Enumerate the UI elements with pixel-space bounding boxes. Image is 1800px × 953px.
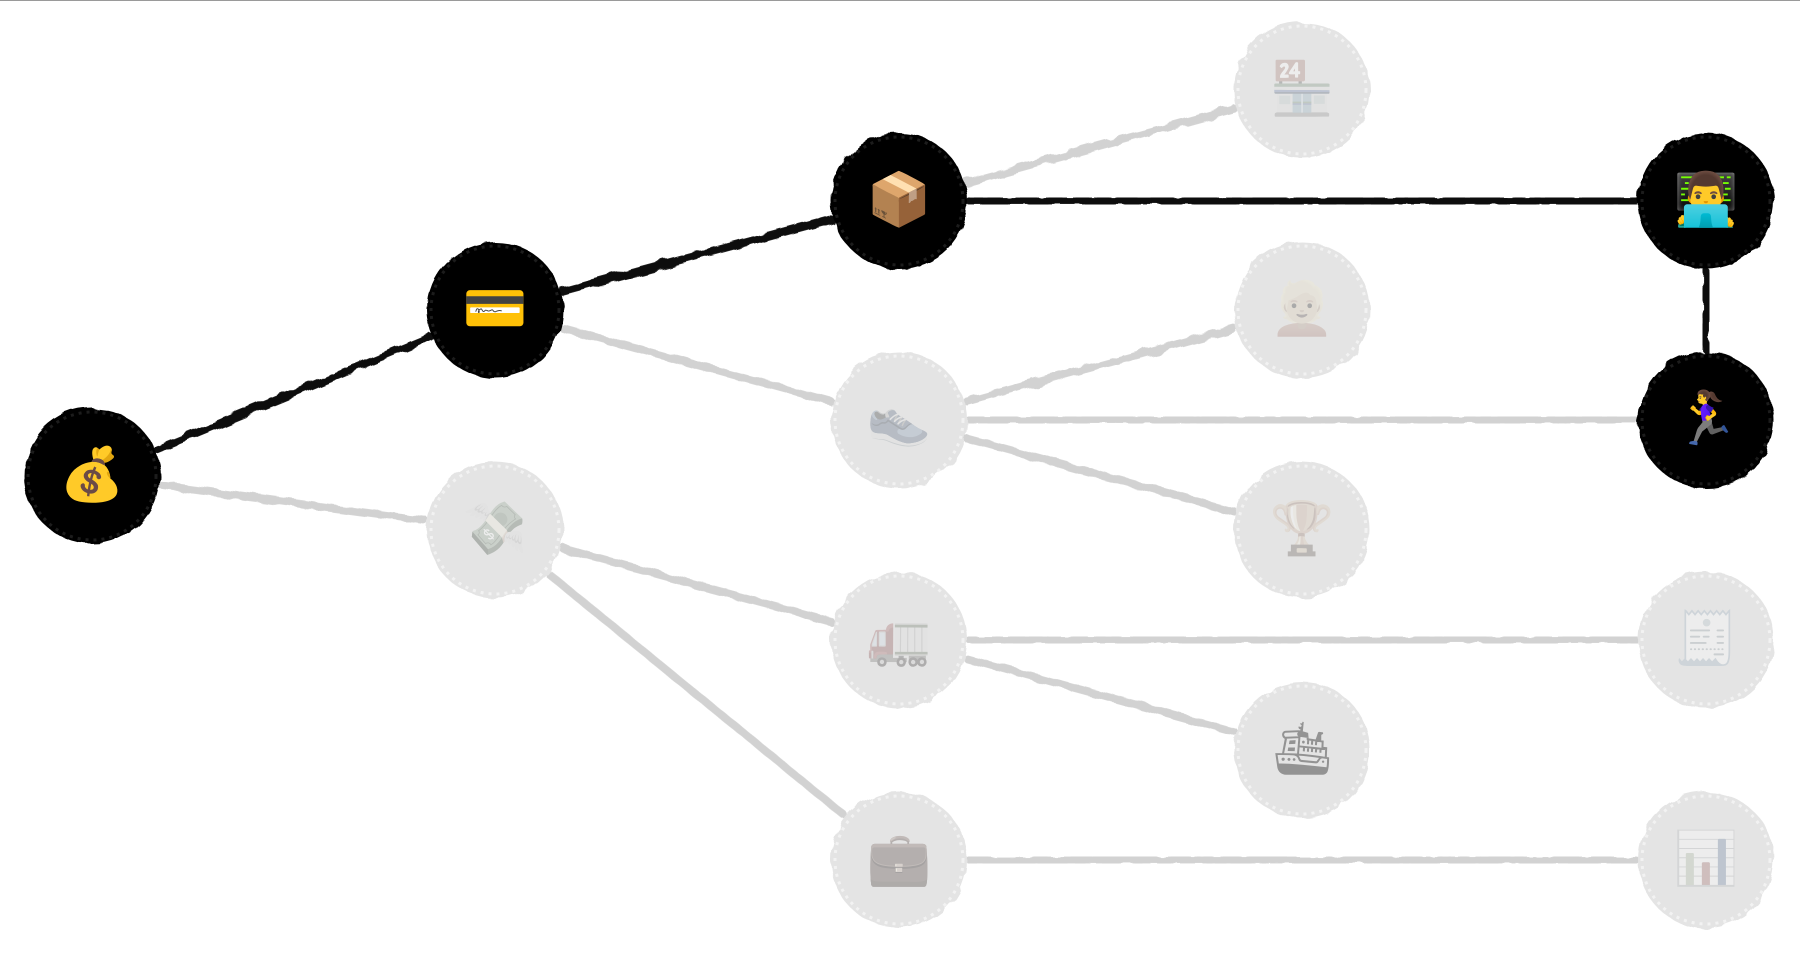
node-ring — [833, 354, 965, 486]
node-package: 📦 — [831, 133, 967, 269]
node-disc — [1638, 792, 1774, 928]
node-disc — [427, 242, 563, 378]
node-disc — [427, 462, 563, 598]
node-ring — [26, 410, 158, 542]
package-icon: 📦 — [867, 169, 932, 230]
node-disc — [1234, 682, 1370, 818]
node-credit-card: 💳 — [427, 242, 563, 378]
node-disc — [24, 408, 160, 544]
edge-credit-card-to-running-shoe — [559, 324, 835, 406]
node-money-bag: 💰 — [24, 408, 160, 544]
node-technologist: 👨‍💻 — [1638, 133, 1774, 269]
edge-package-to-technologist — [965, 197, 1640, 205]
node-ring — [833, 135, 965, 267]
nodes-layer: 💰 💳 💸 📦 👟 🚛 💼 🏪 👱 🏆 🛳 👨‍💻 🏃‍♀️ 🧾 📊 — [24, 22, 1774, 928]
edge-running-shoe-to-runner — [965, 416, 1640, 424]
node-runner: 🏃‍♀️ — [1638, 352, 1774, 488]
node-receipt: 🧾 — [1638, 572, 1774, 708]
node-disc — [1638, 133, 1774, 269]
node-briefcase: 💼 — [831, 792, 967, 928]
edge-delivery-truck-to-receipt — [965, 636, 1640, 644]
edge-running-shoe-to-trophy — [963, 434, 1238, 516]
node-ring — [429, 244, 561, 376]
node-ring — [833, 574, 965, 706]
edge-technologist-to-runner — [1702, 267, 1710, 354]
edge-money-bag-to-credit-card — [153, 332, 434, 454]
edge-package-to-convenience-store — [962, 104, 1239, 187]
node-flying-money: 💸 — [427, 462, 563, 598]
node-ring — [1640, 135, 1772, 267]
node-ring — [1236, 684, 1368, 816]
edge-briefcase-to-bar-chart — [965, 856, 1640, 864]
node-disc — [1234, 242, 1370, 378]
credit-card-icon: 💳 — [463, 279, 528, 339]
node-trophy: 🏆 — [1234, 462, 1370, 598]
node-ring — [1640, 574, 1772, 706]
node-delivery-truck: 🚛 — [831, 572, 967, 708]
bar-chart-icon: 📊 — [1674, 828, 1739, 889]
node-disc — [1638, 572, 1774, 708]
trophy-icon: 🏆 — [1270, 498, 1335, 559]
technologist-icon: 👨‍💻 — [1674, 169, 1739, 230]
edge-flying-money-to-delivery-truck — [559, 544, 835, 626]
node-ring — [833, 794, 965, 926]
node-ring — [429, 464, 561, 596]
node-ring — [1236, 244, 1368, 376]
flying-money-icon: 💸 — [463, 499, 528, 559]
briefcase-icon: 💼 — [867, 829, 932, 889]
node-ring — [1640, 794, 1772, 926]
edge-delivery-truck-to-ship — [963, 654, 1238, 736]
node-disc — [831, 352, 967, 488]
node-ring — [1236, 464, 1368, 596]
node-disc — [831, 133, 967, 269]
edge-running-shoe-to-person — [963, 324, 1238, 406]
money-bag-icon: 💰 — [60, 444, 125, 505]
node-disc — [1234, 22, 1370, 158]
node-person: 👱 — [1234, 242, 1370, 378]
runner-icon: 🏃‍♀️ — [1674, 388, 1739, 449]
node-disc — [1638, 352, 1774, 488]
top-divider — [0, 0, 1800, 1]
node-disc — [1234, 462, 1370, 598]
node-ring — [1236, 24, 1368, 156]
delivery-truck-icon: 🚛 — [867, 609, 932, 669]
edges-layer — [153, 104, 1710, 864]
running-shoe-icon: 👟 — [867, 389, 932, 449]
edge-money-bag-to-flying-money — [157, 481, 430, 525]
node-running-shoe: 👟 — [831, 352, 967, 488]
node-convenience-store: 🏪 — [1234, 22, 1370, 158]
convenience-store-icon: 🏪 — [1270, 58, 1335, 119]
ship-icon: 🛳 — [1269, 719, 1335, 779]
edge-credit-card-to-package — [559, 215, 835, 296]
person-icon: 👱 — [1270, 277, 1335, 339]
node-ring — [1640, 354, 1772, 486]
node-disc — [831, 792, 967, 928]
receipt-icon: 🧾 — [1674, 608, 1739, 669]
node-bar-chart: 📊 — [1638, 792, 1774, 928]
edge-flying-money-to-briefcase — [545, 570, 849, 820]
node-disc — [831, 572, 967, 708]
node-ship: 🛳 — [1234, 682, 1370, 818]
